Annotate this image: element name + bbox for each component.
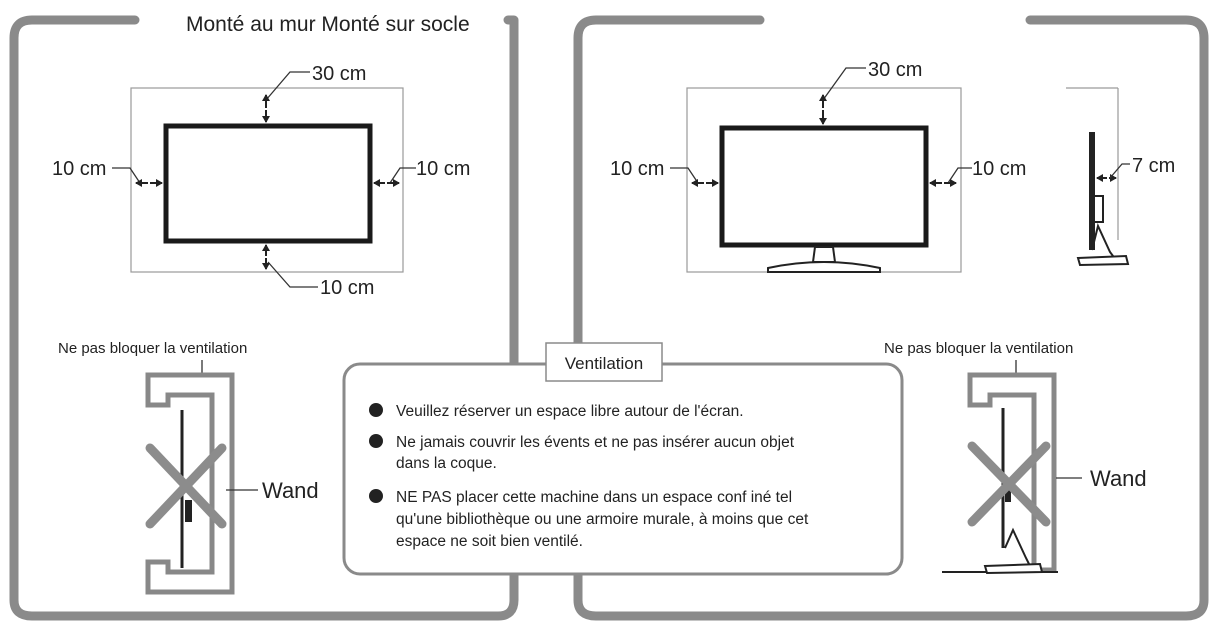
- ventilation-heading-tab: [545, 342, 663, 382]
- ventilation-bullet-3-line-3: espace ne soit bien ventilé.: [396, 533, 583, 550]
- stand-blocked-label: Ne pas bloquer la ventilation: [884, 340, 1073, 357]
- wall-mount-panel: Monté au mur Monté sur socle 30 cm 10 cm…: [9, 13, 519, 621]
- wall-right-gap-label: 10 cm: [416, 158, 470, 180]
- ventilation-info-box: Ventilation Veuillez réserver un espace …: [342, 342, 904, 576]
- bullet-icon: [369, 489, 383, 503]
- bullet-icon: [369, 434, 383, 448]
- ventilation-bullet-3-line-1: NE PAS placer cette machine dans un espa…: [396, 489, 792, 506]
- wall-top-gap-label: 30 cm: [312, 63, 366, 85]
- stand-cabinet-outline: [967, 372, 1057, 573]
- left-panel-frame: [9, 15, 519, 621]
- side-view-tv: [1066, 87, 1130, 267]
- wall-blocked-label: Ne pas bloquer la ventilation: [58, 340, 247, 357]
- stand-wall-label: Wand: [1090, 466, 1147, 491]
- wall-wall-label: Wand: [262, 478, 319, 503]
- stand-top-gap-label: 30 cm: [868, 59, 922, 81]
- stand-left-gap-label: 10 cm: [610, 158, 664, 180]
- stand-right-gap-label: 10 cm: [972, 158, 1026, 180]
- wall-clearance-zone: [130, 87, 404, 273]
- ventilation-bullet-2-line-1: Ne jamais couvrir les évents et ne pas i…: [396, 434, 795, 451]
- stand-mount-panel: 30 cm 10 cm 10 cm 7 cm Ne pas bloquer la…: [573, 15, 1209, 621]
- wall-bottom-gap-label: 10 cm: [320, 277, 374, 299]
- wall-mount-title: Monté au mur Monté sur socle: [186, 13, 470, 36]
- ventilation-bullet-3-line-2: qu'une bibliothèque ou une armoire mural…: [396, 511, 809, 528]
- bullet-icon: [369, 403, 383, 417]
- wall-left-gap-label: 10 cm: [52, 158, 106, 180]
- right-panel-frame: [573, 15, 1209, 621]
- wall-cabinet-outline: [145, 372, 235, 595]
- stand-side-gap-label: 7 cm: [1132, 155, 1175, 177]
- stand-tv-screen: [719, 125, 929, 248]
- wall-tv-screen: [163, 123, 373, 244]
- ventilation-heading: Ventilation: [565, 354, 643, 373]
- ventilation-bullet-2-line-2: dans la coque.: [396, 455, 497, 472]
- ventilation-bullet-1-line-1: Veuillez réserver un espace libre autour…: [396, 403, 744, 420]
- stand-tv-base: [811, 246, 837, 263]
